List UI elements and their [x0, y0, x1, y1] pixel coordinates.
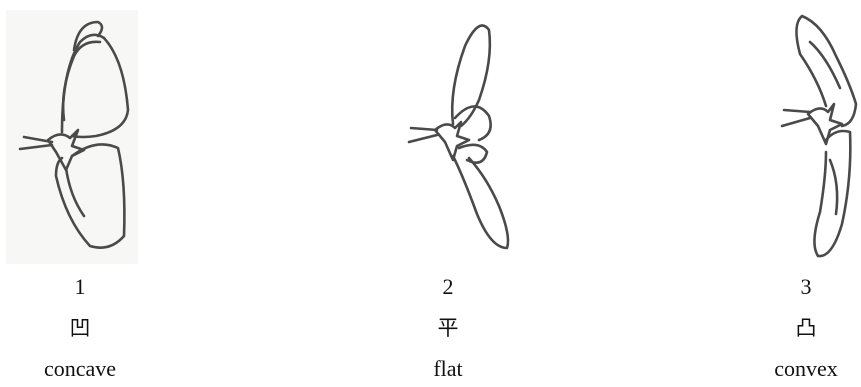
butterfly-drawing-concave: [0, 0, 150, 270]
butterfly-outline-convex: [770, 0, 861, 270]
english-label: concave: [10, 358, 150, 380]
butterfly-outline-flat: [395, 0, 535, 270]
butterfly-drawing-convex: [770, 0, 861, 270]
chinese-label: 平: [378, 318, 518, 339]
specimen-number: 1: [10, 276, 150, 298]
chinese-label: 凹: [10, 318, 150, 339]
specimen-number: 2: [378, 276, 518, 298]
butterfly-drawing-flat: [395, 0, 535, 270]
chinese-label: 凸: [736, 318, 861, 339]
english-label: flat: [378, 358, 518, 380]
specimen-number: 3: [736, 276, 861, 298]
butterfly-outline-concave: [0, 0, 150, 270]
english-label: convex: [736, 358, 861, 380]
